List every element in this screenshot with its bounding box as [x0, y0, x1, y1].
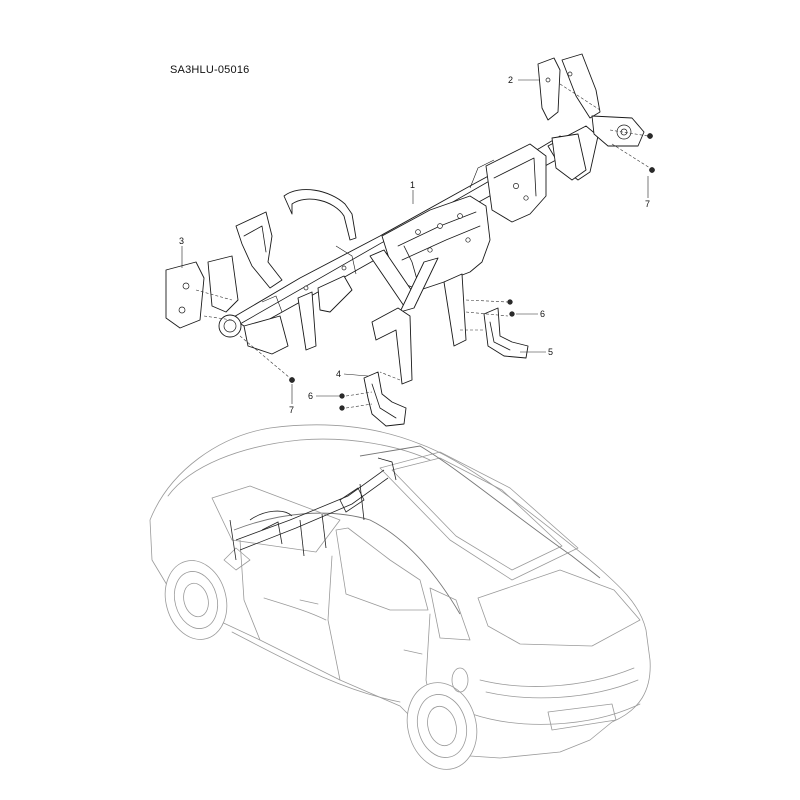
part-3-left-bracket: [165, 255, 289, 355]
bolt-7-right: [649, 167, 655, 173]
callout-4: 4: [336, 369, 341, 379]
diagram-code: SA3HLU-05016: [170, 64, 250, 76]
callout-1: 1: [410, 180, 415, 190]
bolt-7-top: [647, 133, 653, 139]
callout-3: 3: [179, 236, 184, 246]
assembly-lines: [195, 83, 651, 409]
callout-2: 2: [508, 75, 513, 85]
nut-6-left-a: [339, 393, 345, 399]
cross-car-beam: [231, 125, 599, 385]
leader-lines: [181, 79, 649, 404]
part-5-bracket: [483, 307, 529, 359]
nut-6-top: [507, 299, 513, 305]
callouts: 1 2 3 4 5 6 6 7 7: [179, 75, 650, 415]
bolt-7-left: [289, 377, 295, 383]
callout-6-left: 6: [308, 391, 313, 401]
callout-7-left: 7: [289, 405, 294, 415]
nut-6-left-b: [339, 405, 345, 411]
fasteners: [289, 133, 655, 411]
callout-6-right: 6: [540, 309, 545, 319]
nut-6-bottom: [509, 311, 515, 317]
callout-5: 5: [548, 347, 553, 357]
part-2-right-bracket: [537, 53, 645, 181]
part-4-bracket: [363, 371, 407, 427]
vehicle-outline: [149, 424, 651, 770]
beam-in-vehicle: [229, 457, 397, 561]
callout-7-right: 7: [645, 199, 650, 209]
